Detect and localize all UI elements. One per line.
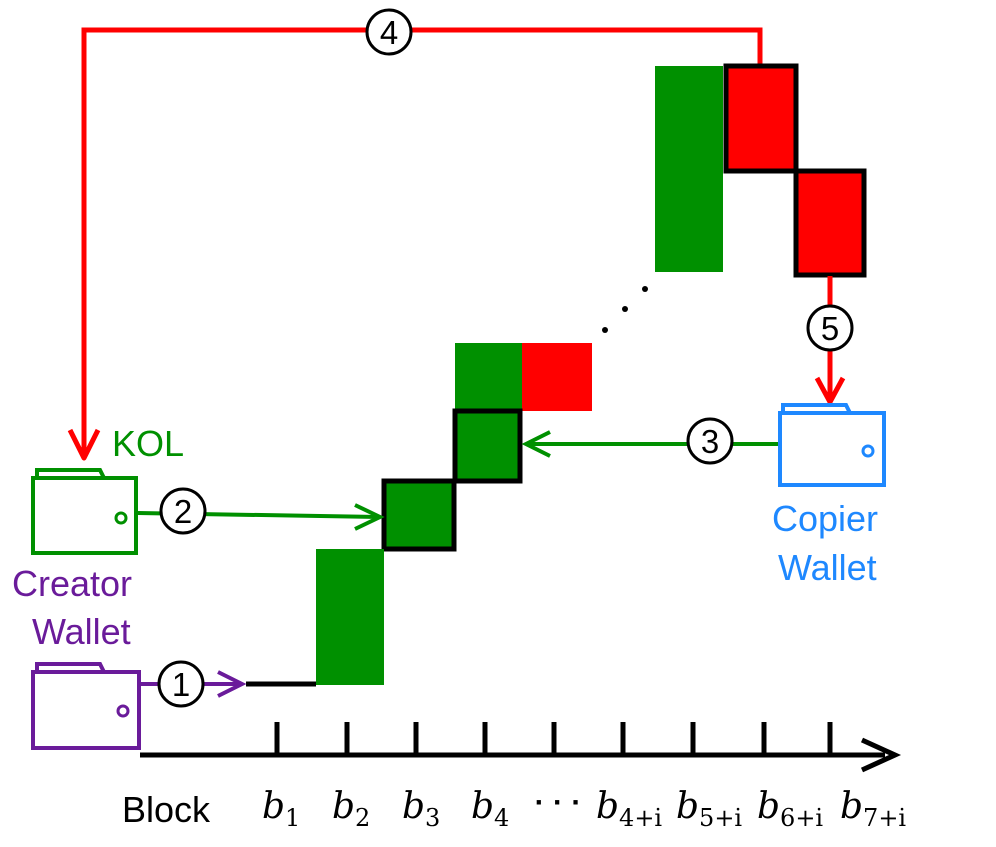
block-labels: b1 b2 b3 b4 b4+i b5+i b6+i b7+i [262, 786, 906, 832]
timeline-ticks [274, 722, 833, 755]
step-4-label: 4 [380, 14, 398, 51]
timeline-arrowhead [860, 737, 902, 773]
step3-arrowhead [521, 430, 551, 458]
block-ellipsis: · · · [535, 786, 582, 819]
candle-red-mid [522, 343, 592, 411]
ellipsis-dot [642, 286, 648, 292]
step5-arrowhead [814, 376, 846, 408]
block-label: b5+i [676, 786, 742, 832]
ellipsis-dot [622, 306, 628, 312]
block-label: b1 [262, 786, 300, 832]
step2-arrowhead [354, 503, 385, 531]
block-label: b4 [471, 786, 509, 832]
block-label: b6+i [757, 786, 823, 832]
block-label: b2 [332, 786, 370, 832]
creator-label-line1: Creator [12, 563, 132, 604]
creator-label-line2: Wallet [32, 611, 131, 652]
kol-wallet-icon [31, 468, 138, 555]
block-label: b4+i [596, 786, 662, 832]
candle-red-top-2 [793, 168, 867, 278]
candle-green-top [655, 66, 723, 272]
step-5-label: 5 [821, 310, 839, 347]
kol-label: KOL [112, 423, 184, 464]
step-2-label: 2 [174, 493, 192, 530]
step4-arrow-path [81, 27, 763, 455]
step-3-label: 3 [701, 423, 719, 460]
copier-wallet-icon [778, 403, 886, 487]
creator-wallet-icon [31, 662, 141, 750]
step-4-marker: 4 [365, 8, 413, 56]
copier-label-line1: Copier [772, 498, 878, 539]
step-1-label: 1 [172, 666, 190, 703]
copier-label-line2: Wallet [778, 547, 877, 588]
candle-green-b3 [381, 478, 457, 552]
step-3-marker: 3 [686, 417, 734, 465]
candle-green-b4 [452, 408, 523, 484]
axis-label-block: Block [122, 789, 211, 830]
candle-red-top-1 [723, 63, 799, 174]
step1-arrowhead [217, 670, 247, 698]
candle-green-b2 [316, 549, 384, 685]
step-2-marker: 2 [159, 487, 207, 535]
candle-green-mid [455, 343, 522, 411]
block-label: b3 [402, 786, 440, 832]
step-1-marker: 1 [157, 660, 205, 708]
step-5-marker: 5 [806, 304, 854, 352]
ellipsis-dot [602, 327, 608, 333]
block-label: b7+i [840, 786, 906, 832]
step4-arrowhead [67, 428, 101, 461]
